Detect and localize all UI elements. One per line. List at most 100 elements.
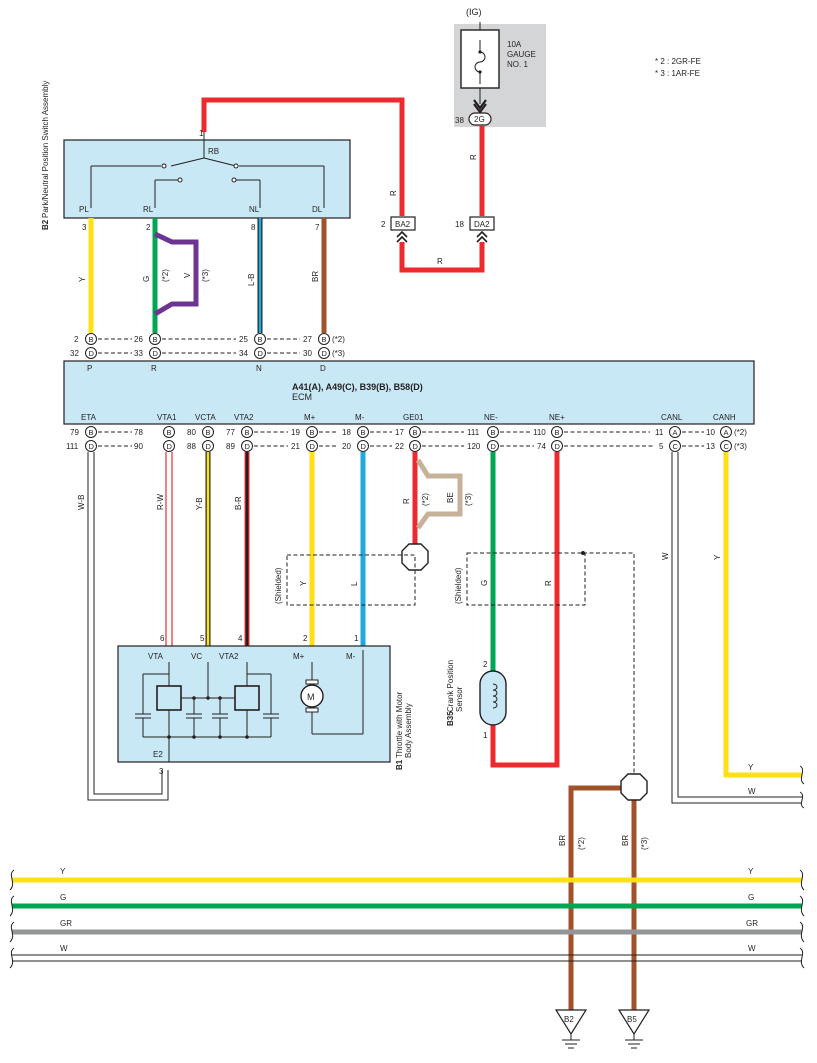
shield-splice-2 — [620, 773, 648, 801]
ecm-term-mplus: M+ — [304, 413, 316, 422]
shield-box-2 — [466, 552, 586, 606]
ecm-pin-conn: B — [555, 428, 560, 437]
ecm-pin: 21 — [291, 442, 300, 451]
wire-label-canh: Y — [713, 554, 722, 560]
b2-pin-2: 2 — [146, 223, 151, 232]
ecm-pin: 32 — [70, 349, 79, 358]
b1-name-2: Body Assembly — [404, 703, 413, 758]
wire-v-rl — [153, 231, 199, 317]
ecm-pin-conn: B — [89, 335, 94, 344]
b1-pin-6: 6 — [160, 634, 165, 643]
ecm-term-vcta: VCTA — [195, 413, 216, 422]
ecm-term-vta2: VTA2 — [234, 413, 254, 422]
ecm-pin-conn: B — [491, 428, 496, 437]
ecm-connectors: A41(A), A49(C), B39(B), B58(D) — [292, 382, 423, 392]
ecm-name: ECM — [292, 392, 312, 402]
b1-pin-4: 4 — [238, 634, 243, 643]
b1-sensor-circuit — [135, 662, 279, 762]
wire-label-pl: Y — [78, 276, 87, 282]
wire-label-vta2: B-R — [234, 496, 243, 510]
ecm-pin: 2 — [74, 335, 79, 344]
ecm-pin-conn: B — [413, 428, 418, 437]
wire-label-r2: R — [437, 257, 443, 266]
wire-label-vcta: Y-B — [195, 497, 204, 510]
wire-tag-ge01-3: (*3) — [464, 493, 473, 506]
wire-red-rb — [201, 97, 405, 216]
ecm-pin: 25 — [239, 335, 248, 344]
ecm-pin-conn: B — [322, 335, 327, 344]
coil-icon — [492, 683, 498, 709]
b1-term-e2: E2 — [153, 750, 163, 759]
ecm-pin: 110 — [533, 428, 546, 437]
ecm-pin: 111 — [467, 428, 480, 437]
ecm-pin: 11 — [655, 428, 664, 437]
b1-name-1: Throttle with Motor — [395, 691, 404, 758]
fuse-supply-label: (IG) — [466, 7, 482, 17]
wire-tag-rl-2: (*2) — [161, 269, 170, 282]
ecm-pin: 88 — [187, 442, 196, 451]
ecm-pin-conn: B — [361, 428, 366, 437]
ba2-connector — [390, 216, 416, 231]
ecm-pin: 17 — [395, 428, 404, 437]
wire-label-neminus: G — [480, 580, 489, 586]
wire-label-nl: L-B — [247, 274, 256, 286]
ecm-term-d: D — [320, 364, 326, 373]
bus-breaks — [9, 869, 805, 969]
ecm-row-tag: (*2) — [332, 335, 345, 344]
fuse-number: NO. 1 — [507, 60, 528, 69]
ecm-pin: 27 — [303, 335, 312, 344]
wire-red-loop — [399, 242, 485, 273]
fuse-icon — [474, 40, 486, 84]
b2-id: B2 — [41, 219, 50, 230]
b35-name-2: Sensor — [455, 686, 464, 712]
ba2-pin: 2 — [381, 220, 386, 229]
ecm-pin-conn: D — [491, 442, 497, 451]
ecm-pin-conn: B — [206, 428, 211, 437]
ecm-row-tag: (*3) — [734, 442, 747, 451]
ecm-pin-conn: D — [89, 349, 95, 358]
bus-label-y-left: Y — [60, 867, 66, 876]
ecm-term-ge01: GE01 — [403, 413, 424, 422]
note-2gr-fe: * 2 : 2GR-FE — [655, 57, 701, 66]
fuse-name: GAUGE — [507, 50, 536, 59]
b2-term-pl: PL — [79, 205, 89, 214]
ecm-pin-conn: B — [258, 335, 263, 344]
wire-label-canh-end: Y — [748, 763, 754, 772]
ecm-pin-conn: D — [555, 442, 561, 451]
ecm-pin-conn: B — [89, 428, 94, 437]
ecm-pin: 10 — [706, 428, 715, 437]
b35-crank-sensor — [479, 670, 507, 726]
shielded-label-1: (Shielded) — [274, 567, 283, 604]
da2-label: DA2 — [474, 220, 490, 229]
wire-label-ground-1: BR — [558, 835, 567, 846]
bus-label-g-left: G — [60, 893, 66, 902]
b1-pin-2: 2 — [303, 634, 308, 643]
wire-rw-vta1 — [165, 452, 173, 646]
wire-tag-ground-2: (*2) — [577, 837, 586, 850]
ecm-pin-conn: C — [724, 442, 730, 451]
wire-br-ground-b2 — [568, 785, 634, 1010]
wire-label-dl: BR — [311, 271, 320, 282]
b1-term-vta2: VTA2 — [219, 652, 239, 661]
b2-term-nl: NL — [249, 205, 260, 214]
ground-b2-label: B2 — [564, 1015, 574, 1024]
ecm-pin: 79 — [70, 428, 79, 437]
wire-label-rl-v: V — [183, 272, 192, 278]
wire-label-ge01-r: R — [402, 498, 411, 504]
bus-label-g-right: G — [748, 893, 754, 902]
wire-label-eta: W-B — [77, 495, 86, 510]
ecm-pin: 22 — [395, 442, 404, 451]
note-1ar-fe: * 3 : 1AR-FE — [655, 69, 700, 78]
motor-icon — [300, 684, 324, 708]
ground-b5-label: B5 — [627, 1015, 637, 1024]
wire-label-canl-end: W — [748, 787, 756, 796]
ecm-pin: 111 — [66, 442, 79, 451]
ground-b2: B2 — [554, 1009, 588, 1049]
wire-y-canh — [723, 452, 802, 778]
b1-pin-3: 3 — [159, 767, 164, 776]
ecm-term-p: P — [87, 364, 92, 373]
b2-term-dl: DL — [312, 205, 323, 214]
ecm-term-n: N — [256, 364, 262, 373]
b2-pin-7: 7 — [315, 223, 320, 232]
